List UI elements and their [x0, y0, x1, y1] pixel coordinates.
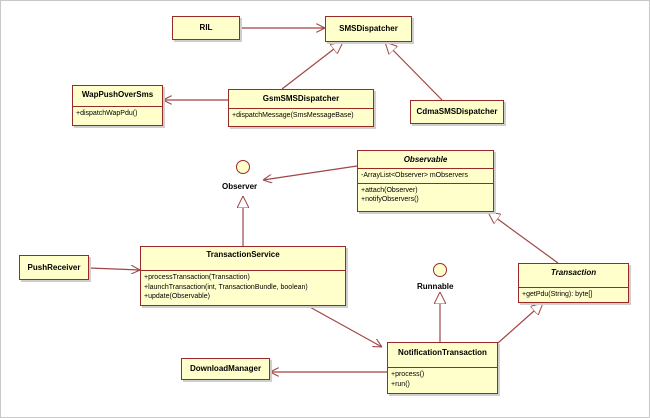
- class-cdma-sms-dispatcher[interactable]: CdmaSMSDispatcher: [410, 100, 504, 124]
- edge-transactionservice-notificationtransaction: [307, 305, 382, 347]
- operation: +notifyObservers(): [361, 196, 419, 203]
- operation: +process(): [391, 371, 425, 378]
- attributes-section: -ArrayList<Observer> mObservers: [358, 168, 493, 183]
- class-name: PushReceiver: [27, 263, 81, 272]
- operation: +dispatchMessage(SmsMessageBase): [232, 112, 354, 119]
- operation: +run(): [391, 380, 410, 388]
- interface-observer-circle[interactable]: [236, 160, 250, 174]
- edge-observable-observer: [263, 165, 358, 180]
- class-name: CdmaSMSDispatcher: [416, 107, 498, 116]
- operation: +getPdu(String): byte[]: [522, 291, 593, 298]
- operations-section: +processTransaction(Transaction) +launch…: [141, 270, 345, 304]
- class-name: Observable: [403, 155, 448, 164]
- class-name: WapPushOverSms: [81, 90, 154, 99]
- operation: +launchTransaction(int, TransactionBundl…: [144, 283, 308, 291]
- class-name: NotificationTransaction: [398, 348, 487, 357]
- class-transaction[interactable]: Transaction +getPdu(String): byte[]: [518, 263, 629, 303]
- class-name: DownloadManager: [189, 364, 262, 373]
- class-gsm-sms-dispatcher[interactable]: GsmSMSDispatcher +dispatchMessage(SmsMes…: [228, 89, 374, 127]
- class-notification-transaction[interactable]: NotificationTransaction +process() +run(…: [387, 342, 498, 394]
- interface-runnable-label: Runnable: [417, 282, 454, 291]
- class-download-manager[interactable]: DownloadManager: [181, 358, 270, 380]
- class-transaction-service[interactable]: TransactionService +processTransaction(T…: [140, 246, 346, 306]
- class-push-receiver[interactable]: PushReceiver: [19, 255, 89, 280]
- edge-notificationtransaction-extends-transaction: [489, 303, 543, 351]
- class-name: Transaction: [550, 268, 597, 277]
- edge-transaction-extends-observable: [488, 212, 559, 264]
- interface-observer-label: Observer: [222, 182, 258, 191]
- operation: +attach(Observer): [361, 186, 418, 194]
- edge-gsm-extends-smsdispatcher: [281, 42, 343, 90]
- operations-section: +dispatchWapPdu(): [73, 106, 162, 121]
- class-wap-push-over-sms[interactable]: WapPushOverSms +dispatchWapPdu(): [72, 85, 163, 126]
- edge-pushreceiver-transactionservice: [88, 268, 140, 270]
- interface-runnable-circle[interactable]: [433, 263, 447, 277]
- operations-section: +getPdu(String): byte[]: [519, 287, 628, 302]
- class-name: TransactionService: [206, 250, 280, 259]
- class-ril[interactable]: RIL: [172, 16, 240, 40]
- class-observable[interactable]: Observable -ArrayList<Observer> mObserve…: [357, 150, 494, 212]
- class-sms-dispatcher[interactable]: SMSDispatcher: [325, 16, 412, 42]
- class-name: GsmSMSDispatcher: [262, 94, 340, 103]
- edge-cdma-extends-smsdispatcher: [385, 42, 443, 101]
- operations-section: +attach(Observer) +notifyObservers(): [358, 182, 493, 207]
- operations-section: +process() +run(): [388, 367, 497, 391]
- operation: +processTransaction(Transaction): [144, 274, 250, 281]
- operation: +dispatchWapPdu(): [76, 110, 138, 117]
- operations-section: +dispatchMessage(SmsMessageBase): [229, 108, 373, 123]
- attribute: -ArrayList<Observer> mObservers: [361, 172, 468, 179]
- class-name: RIL: [199, 23, 213, 32]
- class-name: SMSDispatcher: [339, 24, 398, 33]
- operation: +update(Observable): [144, 293, 210, 300]
